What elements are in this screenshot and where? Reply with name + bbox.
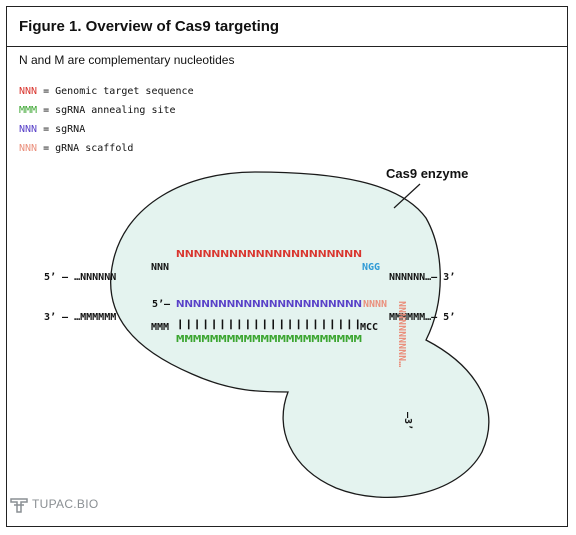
genomic-target-sequence: NNNNNNNNNNNNNNNNNNNNN [176,249,362,260]
legend-item-sgrna: NNN = sgRNA [19,124,85,135]
bottom-strand-left-inner: MMM [151,322,169,333]
enzyme-label: Cas9 enzyme [386,166,468,181]
tupac-logo-icon [10,498,28,513]
scaffold-tail: NNNNNNNNNN… [396,301,407,367]
legend-code-annealing: MMM [19,105,38,116]
scaffold-start: NNNN [363,299,387,310]
bottom-strand-right-end: MMMMMM…– 5’ [389,312,455,323]
sgrna-prefix: 5’– [152,299,171,310]
pam-sequence: NGG [362,262,380,273]
bottom-strand-right-inner: MCC [360,322,378,333]
enzyme-label-leader [393,183,421,209]
legend-item-genomic: NNN = Genomic target sequence [19,86,194,97]
legend-item-annealing: MMM = sgRNA annealing site [19,105,176,116]
figure-title: Figure 1. Overview of Cas9 targeting [19,18,280,35]
legend-code-genomic: NNN [19,86,38,97]
sgrna-annealing-site: MMMMMMMMMMMMMMMMMMMMMM [176,334,362,345]
bottom-strand-left-end: 3’ – …MMMMMM [44,312,116,323]
top-strand-right-end: NNNNNN…– 3’ [389,272,455,283]
legend-label-annealing: = sgRNA annealing site [37,105,176,116]
title-bar: Figure 1. Overview of Cas9 targeting [7,7,567,47]
figure-subtitle: N and M are complementary nucleotides [19,53,235,67]
sgrna-tail-end: –3’ [402,412,413,430]
tupac-logo: TUPAC.BIO [10,497,99,513]
cas9-enzyme-shape [110,171,490,498]
legend-label-genomic: = Genomic target sequence [37,86,194,97]
tupac-logo-text: TUPAC.BIO [32,497,99,512]
sgrna-guide-sequence: NNNNNNNNNNNNNNNNNNNNNN [176,299,362,310]
legend-code-sgrna: NNN [19,124,38,135]
legend-item-scaffold: NNN = gRNA scaffold [19,143,133,154]
base-pairing-bars: |||||||||||||||||||||| [176,319,362,330]
legend-label-sgrna: = sgRNA [37,124,86,135]
legend-code-scaffold: NNN [19,143,38,154]
top-strand-left-inner: NNN [151,262,169,273]
top-strand-left-end: 5’ – …NNNNNN [44,272,116,283]
legend-label-scaffold: = gRNA scaffold [37,143,134,154]
